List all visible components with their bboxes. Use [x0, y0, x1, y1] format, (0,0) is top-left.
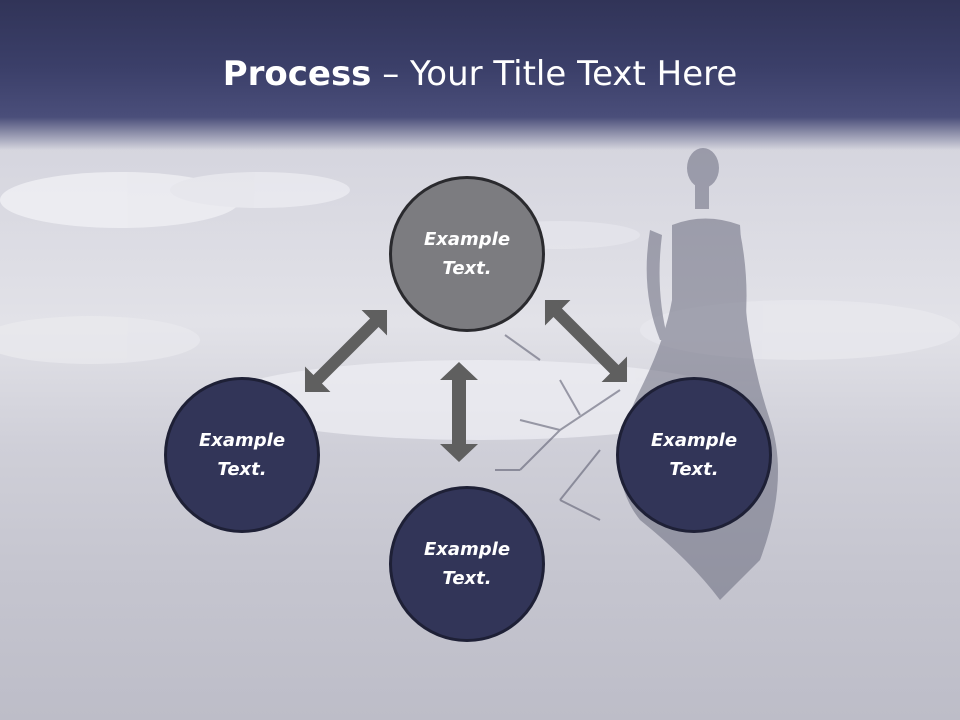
arrow-group [304, 299, 628, 462]
node-right-text: Example Text. [650, 430, 738, 480]
arrow-vertical [440, 362, 478, 462]
arrow-top-right [544, 299, 628, 383]
branches [495, 334, 621, 521]
node-top-text: Example Text. [423, 229, 511, 279]
title-rest: – Your Title Text Here [371, 54, 738, 94]
node-left-text: Example Text. [198, 430, 286, 480]
title-bold: Process [222, 54, 372, 94]
node-bottom-text: Example Text. [423, 539, 511, 589]
process-node-bottom[interactable]: Example Text. [389, 486, 545, 642]
process-node-left[interactable]: Example Text. [164, 377, 320, 533]
process-node-top[interactable]: Example Text. [389, 176, 545, 332]
arrow-top-left [304, 309, 388, 393]
slide-title[interactable]: Process – Your Title Text Here [0, 52, 960, 96]
title-bar [0, 0, 960, 150]
process-node-right[interactable]: Example Text. [616, 377, 772, 533]
